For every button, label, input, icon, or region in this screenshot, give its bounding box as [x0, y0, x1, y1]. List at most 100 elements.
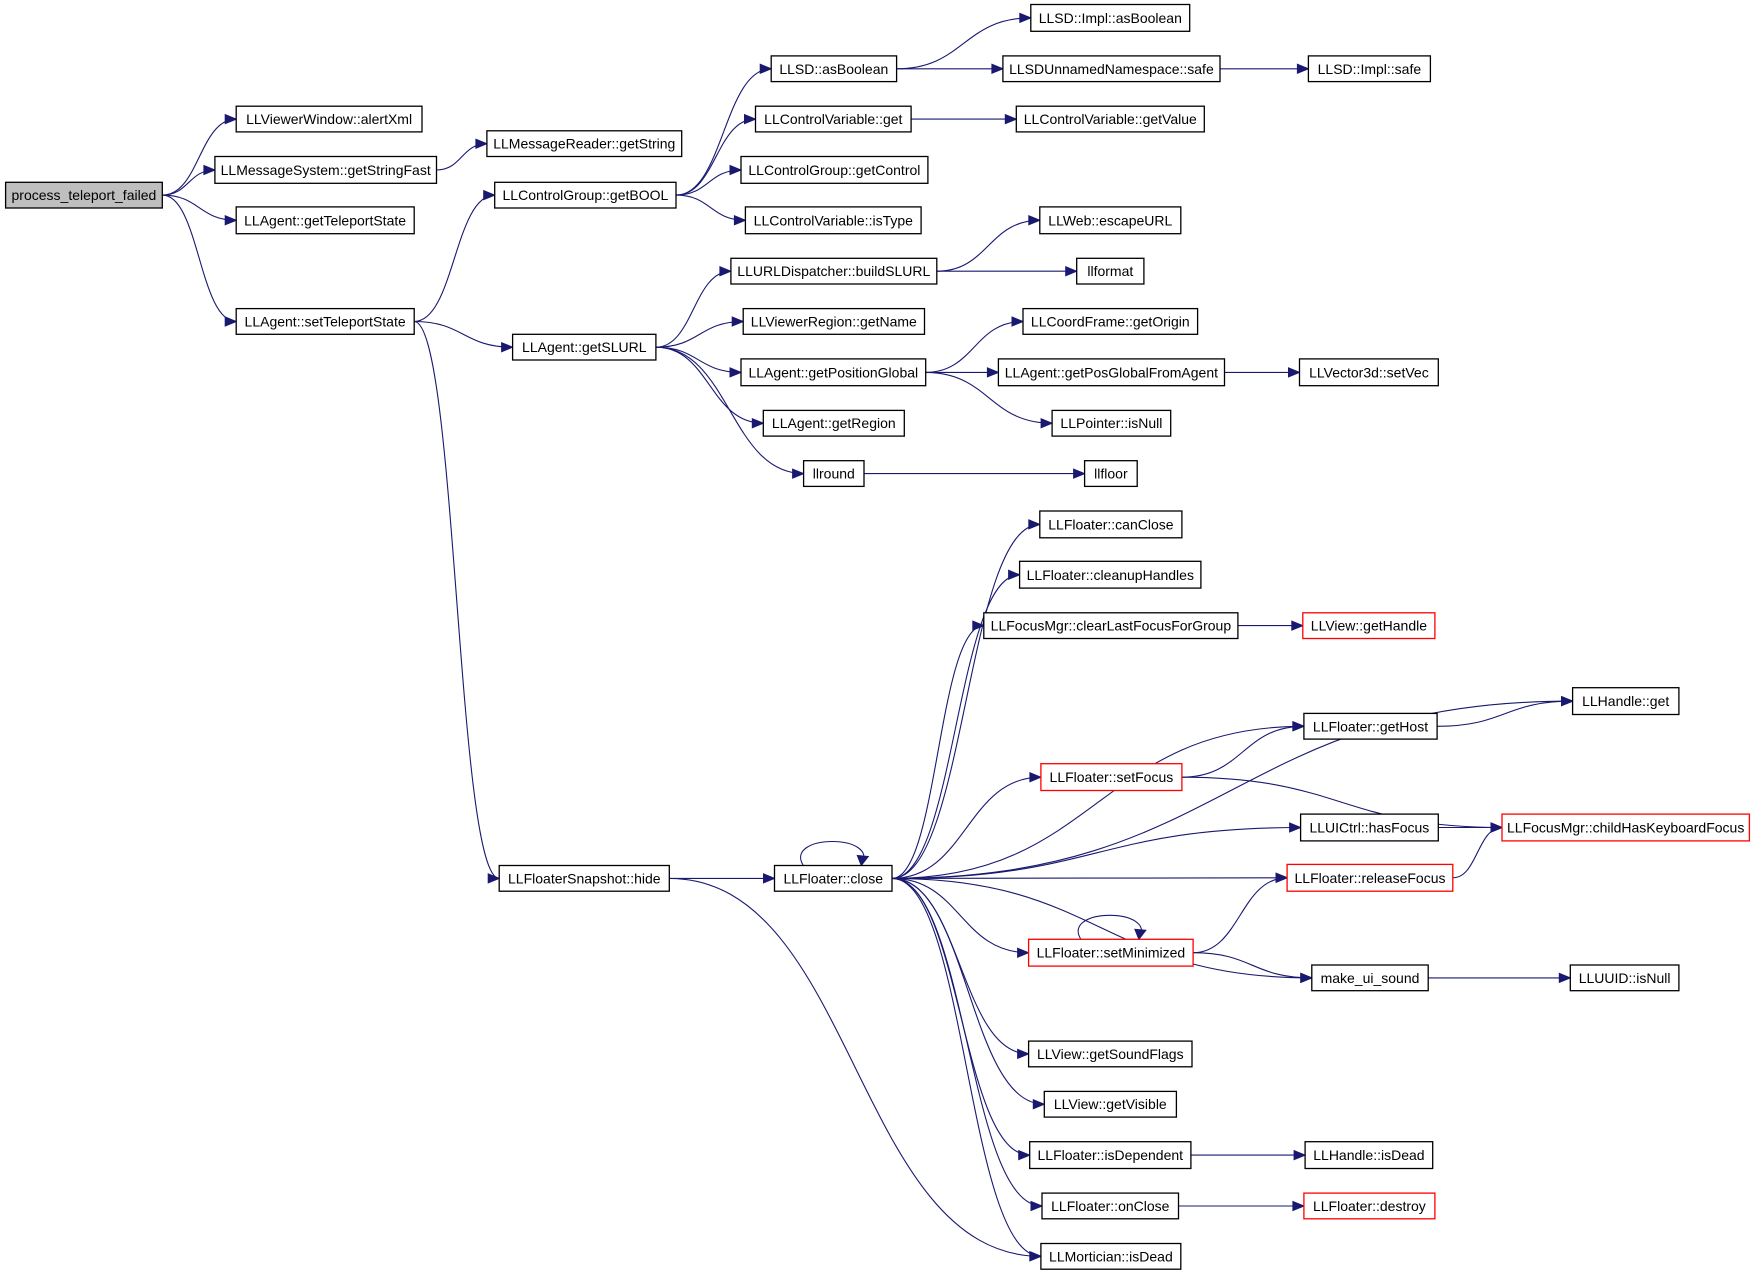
node-llviewerregion-getname[interactable]: LLViewerRegion::getName: [742, 307, 926, 335]
node-llfloater-setminimized[interactable]: LLFloater::setMinimized: [1027, 938, 1194, 967]
arrowhead: [1073, 468, 1086, 479]
node-llmessagesystem-getstringfast[interactable]: LLMessageSystem::getStringFast: [214, 155, 438, 184]
node-box: [802, 460, 865, 488]
node-llfloater-setfocus[interactable]: LLFloater::setFocus: [1040, 763, 1183, 792]
node-lluuid-isnull[interactable]: LLUUID::isNull: [1569, 964, 1680, 992]
node-llweb-escapeurl[interactable]: LLWeb::escapeURL: [1039, 206, 1182, 235]
node-llsd-asboolean[interactable]: LLSD::asBoolean: [770, 55, 898, 83]
node-llround[interactable]: llround: [802, 460, 865, 488]
node-label: LLControlGroup::getControl: [748, 162, 920, 178]
node-llformat[interactable]: llformat: [1076, 257, 1145, 285]
node-llcoordframe-getorigin[interactable]: LLCoordFrame::getOrigin: [1022, 307, 1199, 335]
node-make-ui-sound[interactable]: make_ui_sound: [1311, 964, 1429, 992]
edge-path: [1181, 776, 1503, 829]
node-llmessagereader-getstring[interactable]: LLMessageReader::getString: [486, 130, 683, 158]
node-label: LLHandle::isDead: [1313, 1147, 1424, 1163]
node-llhandle-get[interactable]: LLHandle::get: [1571, 687, 1680, 716]
node-llfloater-close[interactable]: LLFloater::close: [773, 864, 893, 892]
edge-path: [669, 877, 1041, 1257]
node-llfloor[interactable]: llfloor: [1083, 460, 1138, 488]
node-llsd-impl-safe[interactable]: LLSD::Impl::safe: [1307, 55, 1432, 83]
node-llviewerwindow-alertxml[interactable]: LLViewerWindow::alertXml: [235, 105, 423, 133]
node-label: LLSD::asBoolean: [779, 61, 888, 77]
arrowhead: [991, 63, 1005, 75]
node-label: LLFloater::getHost: [1313, 718, 1428, 734]
node-process-teleport-failed[interactable]: process_teleport_failed: [4, 181, 163, 209]
node-box: [1027, 1040, 1193, 1068]
node-llview-gethandle[interactable]: LLView::getHandle: [1302, 612, 1436, 640]
node-box: [486, 130, 683, 158]
edge-path: [655, 346, 764, 424]
node-llmortician-isdead[interactable]: LLMortician::isDead: [1040, 1242, 1182, 1270]
node-box: [1303, 712, 1438, 740]
node-llfloater-onclose[interactable]: LLFloater::onClose: [1041, 1192, 1180, 1220]
node-llcontrolgroup-getbool[interactable]: LLControlGroup::getBOOL: [494, 181, 677, 209]
node-llfloater-releasefocus[interactable]: LLFloater::releaseFocus: [1286, 863, 1454, 892]
call-edge: [936, 215, 1042, 272]
edge-path: [892, 877, 1029, 954]
node-llfocusmgr-clearlastfocusforgroup[interactable]: LLFocusMgr::clearLastFocusForGroup: [983, 612, 1239, 640]
edge-path: [1193, 952, 1312, 979]
node-box: [1018, 560, 1202, 589]
arrowhead: [856, 854, 870, 867]
node-box: [1015, 105, 1205, 133]
call-edge: [413, 320, 501, 884]
arrowhead: [1018, 1149, 1032, 1161]
node-llfloater-gethost[interactable]: LLFloater::getHost: [1303, 712, 1438, 740]
node-llagent-getteleportstate[interactable]: LLAgent::getTeleportState: [235, 206, 415, 235]
node-label: llround: [813, 466, 855, 482]
node-llfloater-canclose[interactable]: LLFloater::canClose: [1039, 510, 1183, 539]
call-edge: [925, 367, 1000, 378]
arrowhead: [759, 63, 773, 75]
edge-path: [655, 346, 742, 373]
node-llcontrolvariable-get[interactable]: LLControlVariable::get: [754, 105, 912, 133]
node-llurldispatcher-buildslurl[interactable]: LLURLDispatcher::buildSLURL: [730, 257, 938, 285]
node-llfloater-isdependent[interactable]: LLFloater::isDependent: [1029, 1141, 1192, 1170]
arrowhead: [763, 873, 776, 884]
node-llview-getvisible[interactable]: LLView::getVisible: [1043, 1090, 1178, 1118]
node-box: [762, 409, 905, 437]
node-llcontrolvariable-getvalue[interactable]: LLControlVariable::getValue: [1015, 105, 1205, 133]
node-llagent-setteleportstate[interactable]: LLAgent::setTeleportState: [235, 307, 415, 335]
call-edge: [892, 569, 1021, 879]
node-llfloater-cleanuphandles[interactable]: LLFloater::cleanupHandles: [1018, 560, 1202, 589]
call-edge: [1220, 63, 1310, 75]
node-llhandle-isdead[interactable]: LLHandle::isDead: [1304, 1141, 1434, 1170]
edge-path: [892, 877, 1288, 879]
node-llfloater-destroy[interactable]: LLFloater::destroy: [1303, 1192, 1436, 1220]
node-llview-getsoundflags[interactable]: LLView::getSoundFlags: [1027, 1040, 1193, 1068]
edge-path: [655, 270, 731, 348]
arrowhead: [719, 265, 733, 277]
node-llagent-getslurl[interactable]: LLAgent::getSLURL: [511, 333, 657, 361]
node-box: [770, 55, 898, 83]
node-llpointer-isnull[interactable]: LLPointer::isNull: [1051, 409, 1172, 437]
node-llagent-getpositionglobal[interactable]: LLAgent::getPositionGlobal: [740, 358, 927, 387]
node-llcontrolgroup-getcontrol[interactable]: LLControlGroup::getControl: [740, 155, 929, 184]
node-llagent-getregion[interactable]: LLAgent::getRegion: [762, 409, 905, 437]
call-edge: [1437, 695, 1574, 727]
arrowhead: [1019, 12, 1033, 24]
arrowhead: [1288, 367, 1301, 378]
call-edge: [655, 346, 765, 429]
arrowhead: [1292, 721, 1306, 732]
node-box: [1307, 55, 1432, 83]
node-label: LLAgent::getSLURL: [522, 339, 647, 355]
call-edge: [655, 265, 733, 348]
node-llsdunnamednamespace-safe[interactable]: LLSDUnnamedNamespace::safe: [1002, 55, 1221, 83]
node-llcontrolvariable-istype[interactable]: LLControlVariable::isType: [744, 206, 922, 235]
self-loop-path: [1077, 914, 1142, 940]
node-box: [235, 307, 415, 335]
edge-path: [892, 877, 1045, 1105]
node-llfloatersnapshot-hide[interactable]: LLFloaterSnapshot::hide: [498, 864, 670, 892]
node-llfocusmgr-childhaskeyboardfocus[interactable]: LLFocusMgr::childHasKeyboardFocus: [1501, 813, 1751, 842]
arrowhead: [1296, 63, 1310, 75]
node-llagent-getposglobalfromagent[interactable]: LLAgent::getPosGlobalFromAgent: [997, 358, 1226, 387]
node-llvector3d-setvec[interactable]: LLVector3d::setVec: [1298, 358, 1439, 387]
node-box: [742, 307, 926, 335]
arrowhead: [744, 113, 757, 125]
arrowhead: [733, 215, 747, 226]
arrowhead: [224, 215, 238, 226]
call-edge: [896, 63, 1005, 75]
node-llsd-impl-asboolean[interactable]: LLSD::Impl::asBoolean: [1030, 3, 1191, 32]
node-lluictrl-hasfocus[interactable]: LLUICtrl::hasFocus: [1299, 813, 1439, 842]
